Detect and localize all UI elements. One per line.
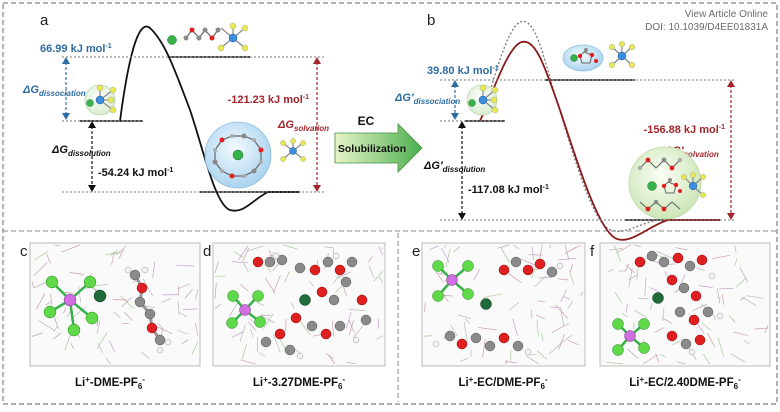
ec-solubilization-arrow: EC Solubilization (335, 114, 422, 172)
panel-b: b 39.80 kJ mol-1 ΔG′dissociation ΔG′diss… (394, 12, 735, 240)
dissociation-arrowhead-a (62, 57, 70, 64)
panel-letter-a: a (40, 12, 49, 29)
free-pf6-molecule-a (280, 138, 305, 161)
dissociation-label-a: ΔGdissociation (22, 84, 86, 98)
snapshot-d: d Li+-3.27DME-PF6- (203, 243, 385, 391)
solvation-label-a: ΔGsolvation (277, 119, 329, 133)
panel-letter-e: e (412, 243, 420, 260)
caption-d: Li+-3.27DME-PF6- (253, 375, 346, 391)
contact-ion-pair-molecule-b (467, 85, 498, 115)
dissolution-value-b: -117.08 kJ mol-1 (468, 184, 549, 196)
solvation-value-a: -121.23 kJ mol-1 (228, 94, 310, 106)
solvated-li-cage-molecule-a (205, 122, 271, 188)
arrow-body-label: Solubilization (338, 143, 406, 155)
snapshot-f: f Li+-EC/2.40DME-PF6- (590, 243, 770, 391)
dissociation-value-b: 39.80 kJ mol-1 (427, 65, 499, 77)
snapshot-frame-e (422, 243, 585, 366)
dissociated-ions-molecule-b (563, 41, 635, 71)
li-ion-e (481, 299, 492, 310)
dissociation-label-b: ΔG′dissociation (394, 92, 460, 106)
energy-curve-a (120, 27, 300, 211)
panel-letter-b: b (427, 12, 435, 29)
caption-c: Li+-DME-PF6- (75, 375, 145, 391)
panel-letter-f: f (590, 243, 595, 260)
watermark-line2: DOI: 10.1039/D4EE01831A (645, 22, 768, 33)
dissolution-value-a: -54.24 kJ mol-1 (98, 167, 173, 179)
dissociated-ions-molecule-a (168, 23, 249, 51)
panel-letter-d: d (203, 243, 211, 260)
watermark-line1: View Article Online (685, 9, 769, 20)
caption-e: Li+-EC/DME-PF6- (458, 375, 547, 391)
caption-f: Li+-EC/2.40DME-PF6- (629, 375, 741, 391)
snapshot-c: c (20, 243, 200, 391)
snapshot-frame-c (30, 243, 200, 366)
solvation-value-b: -156.88 kJ mol-1 (644, 124, 726, 136)
li-ion-f (653, 293, 664, 304)
snapshot-e: e Li+-EC/DME-PF6- (412, 243, 585, 391)
li-ion-d (300, 295, 311, 306)
li-ion-c (94, 290, 106, 302)
dissociation-value-a: 66.99 kJ mol-1 (40, 43, 112, 55)
dissolution-label-b: ΔG′dissolution (423, 160, 485, 174)
panel-a: a 66.99 kJ mol-1 ΔGdissociation ΔGdissol… (22, 12, 329, 211)
dissolution-label-a: ΔGdissolution (51, 144, 111, 158)
panel-letter-c: c (20, 243, 28, 260)
arrow-top-label: EC (358, 114, 375, 128)
contact-ion-pair-molecule-a (85, 85, 116, 115)
